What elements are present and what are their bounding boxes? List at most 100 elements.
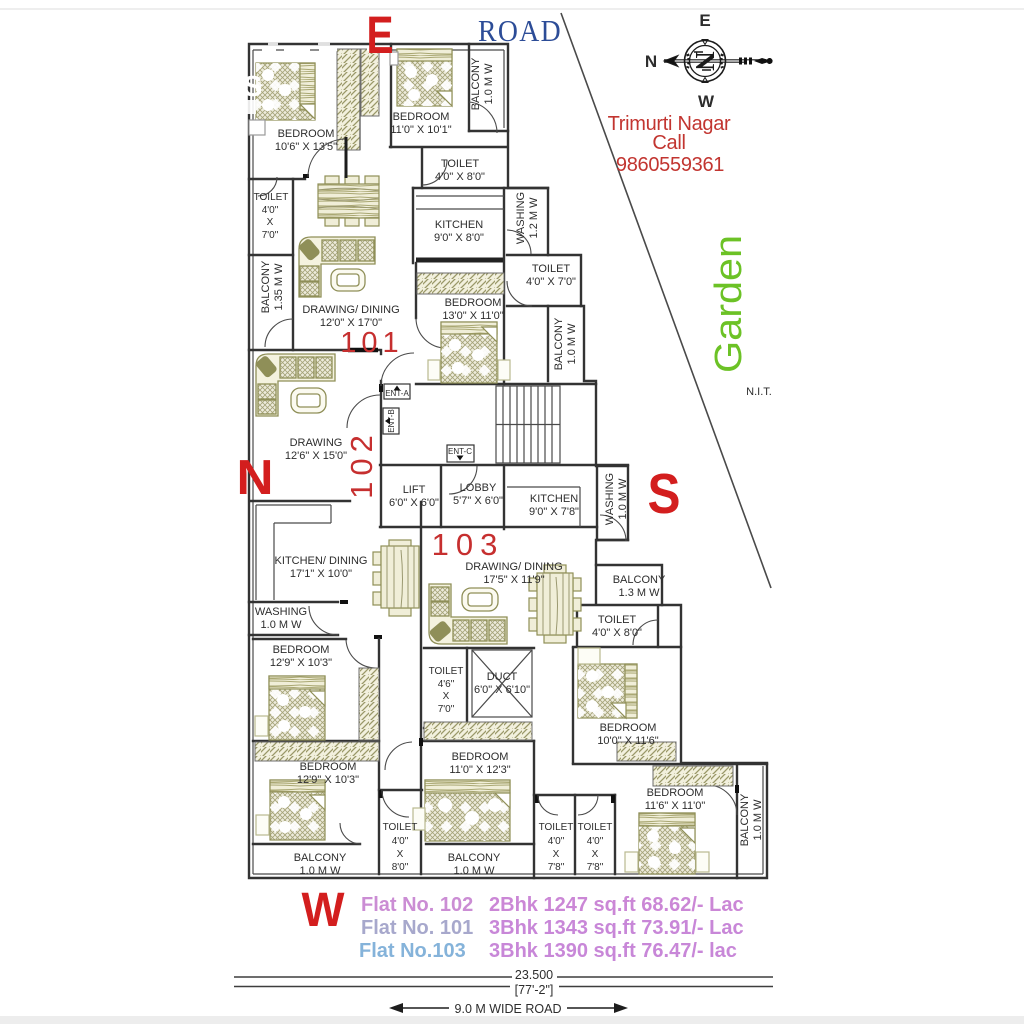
svg-text:TOILET: TOILET <box>254 192 289 203</box>
svg-text:BEDROOM: BEDROOM <box>273 644 330 656</box>
svg-text:DRAWING/ DINING: DRAWING/ DINING <box>302 304 399 316</box>
svg-text:7'0": 7'0" <box>262 230 279 241</box>
svg-text:E: E <box>699 11 710 30</box>
svg-text:[77'-2"]: [77'-2"] <box>515 983 554 997</box>
svg-text:1.0 M W: 1.0 M W <box>566 323 578 365</box>
svg-text:BALCONY: BALCONY <box>613 574 666 586</box>
svg-text:BEDROOM: BEDROOM <box>445 297 502 309</box>
svg-text:1.0 M W: 1.0 M W <box>617 478 629 520</box>
svg-text:N: N <box>645 52 657 71</box>
svg-text:ROAD: ROAD <box>478 13 562 48</box>
svg-text:4'0": 4'0" <box>392 836 409 847</box>
svg-text:9'0" X 8'0": 9'0" X 8'0" <box>434 232 484 244</box>
svg-text:S: S <box>648 462 681 526</box>
svg-text:N.I.T.: N.I.T. <box>746 386 772 398</box>
svg-text:DUCT: DUCT <box>487 671 518 683</box>
svg-text:LOBBY: LOBBY <box>460 482 497 494</box>
svg-text:1.0 M W: 1.0 M W <box>483 63 495 105</box>
svg-text:1.35 M W: 1.35 M W <box>273 263 285 311</box>
svg-text:10'6" X 13'5": 10'6" X 13'5" <box>275 141 337 153</box>
svg-text:7'8": 7'8" <box>548 862 565 873</box>
svg-text:4'6": 4'6" <box>438 679 455 690</box>
svg-text:KITCHEN: KITCHEN <box>435 219 483 231</box>
svg-text:X: X <box>443 691 450 702</box>
svg-text:1.0 M W: 1.0 M W <box>261 619 303 631</box>
svg-text:4'0": 4'0" <box>262 205 279 216</box>
svg-text:WASHING: WASHING <box>255 606 307 618</box>
svg-text:BEDROOM: BEDROOM <box>300 761 357 773</box>
svg-text:12'6" X 15'0": 12'6" X 15'0" <box>285 450 347 462</box>
svg-text:ENT-B: ENT-B <box>387 409 396 433</box>
svg-text:BEDROOM: BEDROOM <box>393 111 450 123</box>
svg-text:BALCONY: BALCONY <box>470 57 482 110</box>
svg-text:TOILET: TOILET <box>383 822 418 833</box>
svg-text:23.500: 23.500 <box>515 968 553 982</box>
svg-text:W: W <box>698 92 715 111</box>
svg-text:Flat No. 101: Flat No. 101 <box>361 917 473 939</box>
svg-text:101: 101 <box>340 327 403 359</box>
svg-text:X: X <box>397 849 404 860</box>
svg-text:17'5" X 11'9": 17'5" X 11'9" <box>483 574 544 586</box>
svg-text:4'0": 4'0" <box>548 836 565 847</box>
svg-text:1.0 M W: 1.0 M W <box>454 865 496 877</box>
svg-text:4'0" X 7'0": 4'0" X 7'0" <box>526 276 576 288</box>
svg-text:KITCHEN/ DINING: KITCHEN/ DINING <box>275 555 368 567</box>
svg-text:BEDROOM: BEDROOM <box>452 751 509 763</box>
svg-text:7'8": 7'8" <box>587 862 604 873</box>
svg-text:102: 102 <box>344 429 379 499</box>
svg-text:9.0 M WIDE ROAD: 9.0 M WIDE ROAD <box>455 1002 562 1016</box>
svg-text:TOILET: TOILET <box>532 263 571 275</box>
svg-text:TOILET: TOILET <box>598 614 637 626</box>
svg-text:TOILET: TOILET <box>539 822 574 833</box>
svg-text:ENT-C: ENT-C <box>448 447 472 456</box>
svg-text:3Bhk 1390 sq.ft 76.47/- lac: 3Bhk 1390 sq.ft 76.47/- lac <box>489 940 737 962</box>
svg-text:12'0" X 17'0": 12'0" X 17'0" <box>320 317 382 329</box>
svg-text:1.3 M W: 1.3 M W <box>619 587 661 599</box>
svg-text:17'1" X 10'0": 17'1" X 10'0" <box>290 568 352 580</box>
svg-text:LIFT: LIFT <box>403 484 426 496</box>
svg-text:4'0": 4'0" <box>587 836 604 847</box>
svg-text:9'0" X 7'8": 9'0" X 7'8" <box>529 506 579 518</box>
svg-text:X: X <box>267 217 274 228</box>
svg-text:BEDROOM: BEDROOM <box>600 722 657 734</box>
svg-text:4'0" X 8'0": 4'0" X 8'0" <box>592 627 642 639</box>
svg-text:BEDROOM: BEDROOM <box>647 787 704 799</box>
svg-text:N: N <box>237 451 274 505</box>
svg-text:12'9" X 10'3": 12'9" X 10'3" <box>270 657 332 669</box>
svg-text:DRAWING: DRAWING <box>290 437 343 449</box>
svg-text:Trimurti Nagar: Trimurti Nagar <box>608 113 731 135</box>
svg-text:X: X <box>592 849 599 860</box>
svg-text:1.2 M W: 1.2 M W <box>528 197 540 239</box>
svg-text:BALCONY: BALCONY <box>294 852 347 864</box>
svg-text:7'0": 7'0" <box>438 704 455 715</box>
svg-text:12'9" X 10'3": 12'9" X 10'3" <box>297 774 359 786</box>
svg-text:DRAWING/ DINING: DRAWING/ DINING <box>465 561 562 573</box>
svg-text:6'0" X 6'10": 6'0" X 6'10" <box>474 684 530 696</box>
svg-text:8'0": 8'0" <box>392 862 409 873</box>
svg-text:X: X <box>553 849 560 860</box>
svg-text:BALCONY: BALCONY <box>553 317 565 370</box>
svg-text:2Bhk 1247 sq.ft 68.62/- Lac: 2Bhk 1247 sq.ft 68.62/- Lac <box>489 894 744 916</box>
svg-text:BEDROOM: BEDROOM <box>278 128 335 140</box>
svg-text:11'0" X 12'3": 11'0" X 12'3" <box>449 764 510 776</box>
svg-text:6'0" X 6'0": 6'0" X 6'0" <box>389 497 439 509</box>
svg-text:9860559361: 9860559361 <box>616 154 724 176</box>
svg-text:N: N <box>690 51 720 71</box>
svg-text:11'0" X 10'1": 11'0" X 10'1" <box>390 124 451 136</box>
svg-text:KITCHEN: KITCHEN <box>530 493 578 505</box>
svg-text:TOILET: TOILET <box>578 822 613 833</box>
svg-text:Call: Call <box>652 132 685 154</box>
svg-text:S: S <box>243 71 262 103</box>
svg-text:5'7" X 6'0": 5'7" X 6'0" <box>453 495 503 507</box>
svg-text:TOILET: TOILET <box>429 666 464 677</box>
svg-text:10'0" X 11'6": 10'0" X 11'6" <box>597 735 658 747</box>
svg-text:11'6" X 11'0": 11'6" X 11'0" <box>645 800 706 812</box>
svg-text:WASHING: WASHING <box>604 473 616 525</box>
svg-text:BALCONY: BALCONY <box>739 793 751 846</box>
svg-text:TOILET: TOILET <box>441 158 480 170</box>
svg-text:BALCONY: BALCONY <box>260 260 272 313</box>
svg-text:13'0" X 11'0": 13'0" X 11'0" <box>442 310 503 322</box>
svg-text:103: 103 <box>432 527 505 562</box>
svg-text:4'0" X 8'0": 4'0" X 8'0" <box>435 171 485 183</box>
svg-text:WASHING: WASHING <box>515 192 527 244</box>
